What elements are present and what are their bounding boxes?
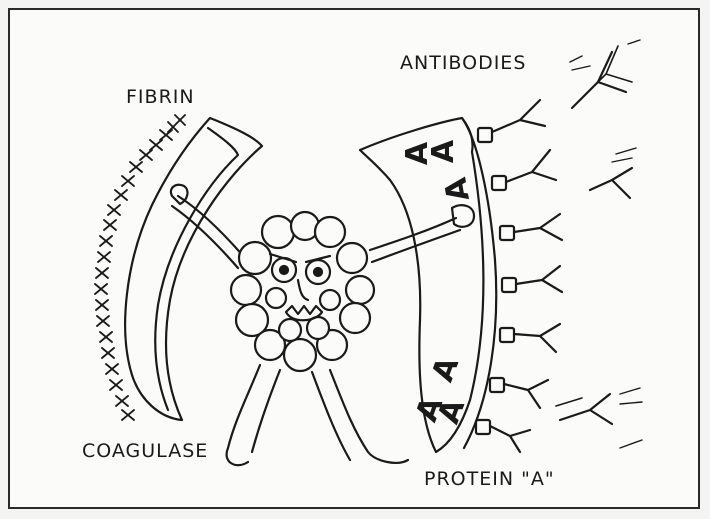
fibrin-mesh — [95, 115, 185, 420]
protein-a-label: PROTEIN "A" — [424, 468, 555, 490]
protein-a-shield-edge — [462, 118, 496, 448]
fibrin-label: FIBRIN — [126, 86, 195, 108]
staphylococcus-cluster — [231, 212, 374, 371]
coagulase-label: COAGULASE — [82, 440, 208, 462]
face — [270, 254, 330, 320]
left-hand — [171, 185, 188, 204]
right-leg — [312, 370, 408, 463]
left-leg — [227, 365, 280, 465]
free-antibodies — [556, 40, 642, 448]
bound-antibodies — [490, 100, 562, 452]
right-hand — [452, 205, 474, 227]
shield-letter-a: A — [426, 140, 461, 163]
antibodies-label: ANTIBODIES — [400, 52, 526, 74]
fibrin-shield — [125, 118, 262, 420]
